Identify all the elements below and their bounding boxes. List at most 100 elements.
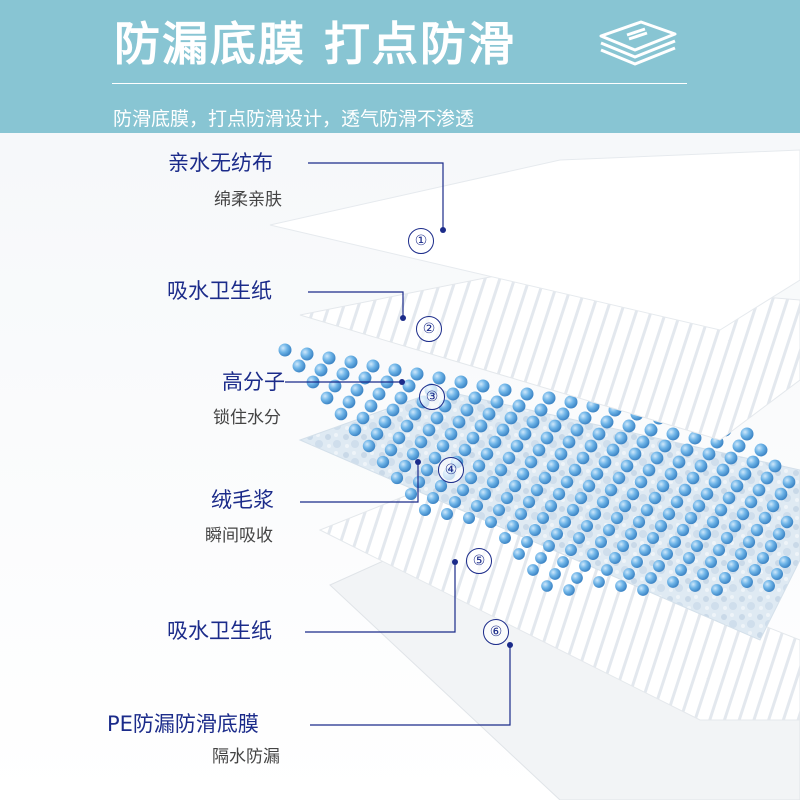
polymer-bead [500, 491, 514, 505]
polymer-bead [408, 407, 422, 421]
polymer-bead [705, 556, 717, 568]
polymer-bead [492, 503, 506, 517]
polymer-bead [722, 491, 736, 505]
polymer-bead [518, 427, 532, 441]
polymer-bead [342, 395, 356, 409]
polymer-bead [378, 415, 392, 429]
polymer-bead [486, 475, 500, 489]
polymer-bead [468, 391, 482, 405]
polymer-bead [680, 443, 694, 457]
polymer-bead [571, 572, 583, 584]
polymer-bead [644, 423, 658, 437]
polymer-bead [552, 487, 566, 501]
polymer-bead [646, 531, 660, 545]
polymer-bead [516, 467, 530, 481]
polymer-bead [565, 544, 577, 556]
polymer-bead [466, 431, 480, 445]
leader-line-4 [300, 462, 419, 503]
label-layer2-title: 吸水卫生纸 [167, 279, 272, 303]
polymer-bead [615, 580, 627, 592]
polymer-bead [566, 503, 580, 517]
polymer-bead [436, 439, 450, 453]
label-layer3-title: 高分子 [222, 370, 285, 394]
polymer-bead [496, 423, 510, 437]
polymer-bead [527, 564, 539, 576]
polymer-bead [741, 576, 753, 588]
polymer-bead [590, 467, 604, 481]
polymer-bead [763, 580, 775, 592]
polymer-bead [642, 463, 656, 477]
polymer-bead [609, 552, 621, 564]
polymer-bead [711, 584, 723, 596]
polymer-bead [540, 431, 554, 445]
header-title: 防漏底膜 打点防滑 [114, 17, 517, 71]
polymer-bead [698, 527, 712, 541]
polymer-bead [476, 379, 490, 393]
polymer-bead [538, 471, 552, 485]
polymer-bead [618, 499, 632, 513]
polymer-bead [472, 459, 486, 473]
polymer-bead [600, 415, 614, 429]
polymer-bead [372, 387, 386, 401]
label-layer1-sub: 绵柔亲肤 [214, 190, 282, 210]
polymer-bead [668, 535, 682, 549]
polymer-bead [636, 435, 650, 449]
polymer-bead [719, 572, 731, 584]
polymer-bead [756, 551, 770, 565]
number-badge-4: ④ [438, 457, 464, 483]
polymer-bead [734, 547, 748, 561]
polymer-bead [772, 527, 786, 541]
header-banner: 防漏底膜 打点防滑 防滑底膜，打点防滑设计，透气防滑不渗透 [0, 0, 800, 133]
polymer-bead [684, 511, 698, 525]
polymer-bead [760, 471, 774, 485]
polymer-bead [732, 439, 746, 453]
polymer-bead [292, 359, 306, 373]
polymer-bead [623, 568, 635, 580]
stacked-pads-icon [599, 20, 677, 66]
polymer-bead [596, 495, 610, 509]
polymer-bead [676, 523, 690, 537]
polymer-bead [386, 403, 400, 417]
polymer-bead [688, 431, 702, 445]
polymer-bead [670, 495, 684, 509]
polymer-bead [746, 455, 760, 469]
polymer-bead [612, 471, 626, 485]
polymer-bead [632, 515, 646, 529]
polymer-bead [414, 435, 428, 449]
polymer-bead [650, 451, 664, 465]
polymer-bead [370, 427, 384, 441]
polymer-bead [358, 371, 372, 385]
polymer-bead [526, 415, 540, 429]
polymer-bead [485, 516, 497, 528]
polymer-bead [768, 459, 782, 473]
polymer-bead [549, 568, 561, 580]
leader-line-1 [308, 162, 444, 230]
polymer-bead [543, 540, 555, 552]
polymer-bead [400, 419, 414, 433]
polymer-bead [678, 483, 692, 497]
label-layer3-sub: 锁住水分 [213, 408, 281, 428]
polymer-bead [456, 483, 470, 497]
polymer-bead [404, 487, 418, 501]
polymer-bead [568, 463, 582, 477]
polymer-bead [622, 419, 636, 433]
polymer-bead [328, 379, 342, 393]
polymer-bead [640, 503, 654, 517]
leader-line-6 [310, 645, 511, 726]
polymer-bead [334, 407, 348, 421]
polymer-bead [672, 455, 686, 469]
polymer-bead [460, 403, 474, 417]
polymer-bead [606, 443, 620, 457]
polymer-bead [464, 471, 478, 485]
label-layer4-title: 绒毛浆 [211, 488, 274, 512]
polymer-bead [774, 487, 788, 501]
polymer-bead [534, 403, 548, 417]
polymer-bead [694, 459, 708, 473]
polymer-bead [508, 479, 522, 493]
polymer-bead [498, 383, 512, 397]
polymer-bead [432, 371, 446, 385]
polymer-bead [507, 520, 519, 532]
polymer-bead [322, 351, 336, 365]
leader-line-5 [305, 562, 456, 633]
polymer-bead [582, 479, 596, 493]
